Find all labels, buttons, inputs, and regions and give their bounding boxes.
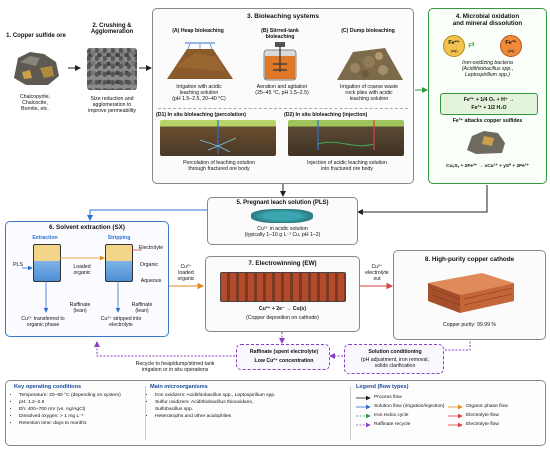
raffinate-box: Raffinate (spent electrolyte) Low Cu²⁺ c…	[236, 344, 330, 370]
loaded-organic-label: Loaded organic	[73, 264, 91, 277]
stirred-tank-description: Aeration and agitation (25–45 °C, pH 1.5…	[255, 84, 309, 97]
heap-description: Irrigation with acidic leaching solution…	[172, 84, 226, 103]
stripping-tank	[105, 244, 133, 282]
section-1-title: 1. Copper sulfide ore	[6, 33, 66, 39]
microorganisms-title: Main microorganisms	[150, 384, 208, 390]
copper-cathode-image	[422, 269, 518, 315]
raffinate-line2: Low Cu²⁺ concentration	[254, 358, 314, 364]
iron-bacteria-label: Iron-oxidizing bacteria (Acidithiobacill…	[461, 60, 514, 79]
key-condition-item: Dissolved oxygen: > 1 mg L⁻¹	[19, 413, 121, 420]
insitu-percolation-image	[160, 120, 276, 156]
info-panel	[5, 380, 546, 446]
extraction-label: Extraction	[32, 235, 58, 241]
fe3-ion-label: Fe³⁺	[505, 40, 517, 46]
crushed-ore-image	[87, 48, 137, 90]
electrolyte-label: Electrolyte	[138, 245, 164, 251]
pls-inlet-label: PLS	[13, 262, 23, 268]
insitu-injection-title: (D2) In situ bioleaching (injection)	[284, 112, 368, 118]
stirred-tank-title: (B) Stirred-tank bioleaching	[261, 28, 299, 41]
section-3-title: 3. Bioleaching systems	[247, 13, 319, 20]
iron-oxidation-reaction-box: Fe²⁺ + 1/4 O₂ + H⁺ → Fe³⁺ + 1/2 H₂O	[440, 93, 538, 115]
recycle-label: Recycle to heap/dump/stirred tank irriga…	[135, 361, 215, 374]
heap-image	[165, 37, 235, 81]
legend-solution-flow: Solution flow (irrigation/injection)	[374, 404, 445, 409]
pls-description: Cu²⁺ in acidic solution (typically 1–10 …	[244, 226, 321, 239]
legend-electrolyte-flow-2: Electrolyte flow	[466, 422, 499, 427]
fe2-ion-label: Fe²⁺	[448, 40, 460, 46]
info-divider-2	[350, 386, 351, 440]
cu-stripped-label: Cu²⁺ stripped into electrolyte	[100, 316, 142, 329]
crushing-description: Size reduction and agglomeration to impr…	[88, 96, 136, 115]
legend-organic-flow: Organic phase flow	[466, 404, 508, 409]
raffinate-line1: Raffinate (spent electrolyte)	[249, 349, 319, 355]
conditioning-description: (pH adjustment, iron removal, solids cla…	[360, 357, 430, 370]
fe3-attack-label: Fe³⁺ attacks copper sulfides	[452, 118, 523, 124]
copper-purity-label: Copper purity: 99.99 %	[442, 322, 497, 328]
info-divider-1	[145, 386, 146, 440]
copper-ore-image	[10, 48, 62, 88]
key-conditions-list: Temperature: 20–80 °C (depending on syst…	[12, 392, 121, 428]
section-5-title: 5. Pregnant leach solution (PLS)	[236, 200, 329, 206]
fe2-aq-label: (aq)	[450, 48, 458, 53]
insitu-injection-image	[288, 120, 404, 156]
legend-electrolyte-flow-1: Electrolyte flow	[466, 413, 499, 418]
ore-minerals-label: Chalcopyrite, Chalcocite, Bornite, etc.	[19, 94, 51, 113]
key-conditions-title: Key operating conditions	[14, 384, 82, 390]
microorganism-item: Iron oxidizers: Acidithiobacillus spp., …	[155, 392, 350, 399]
ew-reaction: Cu²⁺ + 2e⁻ → Cu(s)	[258, 306, 307, 312]
section-8-title: 8. High-purity copper cathode	[424, 256, 515, 263]
copper-sulfide-image	[464, 128, 508, 156]
dump-description: Irrigation of coarse waste rock piles wi…	[340, 84, 398, 103]
fe3-aq-label: (aq)	[507, 48, 515, 53]
fe3-ion-circle: Fe³⁺ (aq)	[500, 35, 522, 57]
sulfide-dissolution-reaction: CuₓSᵧ + 2Fe³⁺ → xCu²⁺ + yS⁰ + 2Fe²⁺	[446, 164, 529, 169]
insitu-injection-description: Injection of acidic leaching solution in…	[307, 160, 387, 173]
key-condition-item: Retention time: days to months	[19, 420, 121, 427]
microorganism-item: Heterotrophs and other acidophiles	[155, 413, 350, 420]
raffinate-lean-label-1: Raffinate (lean)	[69, 302, 91, 315]
cu-electrolyte-out-label: Cu²⁺ electrolyte out	[365, 264, 389, 283]
solution-conditioning-box: Solution conditioning (pH adjustment, ir…	[344, 344, 444, 374]
cu-loaded-organic-label: Cu²⁺ loaded organic	[177, 264, 195, 283]
organic-phase-label: Organic	[139, 262, 159, 268]
section-2-title: 2. Crushing & Agglomeration	[90, 23, 134, 35]
section-4-title: 4. Microbial oxidation and mineral disso…	[452, 13, 523, 27]
pls-pond-image	[251, 209, 313, 223]
section-6-panel	[5, 221, 169, 337]
conditioning-title: Solution conditioning	[368, 349, 422, 355]
fe2-ion-circle: Fe²⁺ (aq)	[443, 35, 465, 57]
section-3-divider	[158, 108, 408, 109]
dump-title: (C) Dump bioleaching	[341, 28, 395, 34]
heap-title: (A) Heap bioleaching	[172, 28, 224, 34]
section-6-title: 6. Solvent extraction (SX)	[49, 224, 125, 231]
legend-iron-redox: Iron redox cycle	[374, 413, 409, 418]
microorganisms-list: Iron oxidizers: Acidithiobacillus spp., …	[148, 392, 350, 420]
legend-process-flow: Process flow	[374, 395, 402, 400]
key-condition-item: pH: 1.2–2.5	[19, 399, 121, 406]
iron-oxidation-reaction-line1: Fe²⁺ + 1/4 O₂ + H⁺ →	[463, 97, 515, 103]
aqueous-phase-label: Aqueous	[140, 278, 162, 284]
insitu-percolation-description: Percolation of leaching solution through…	[183, 160, 255, 173]
electrowinning-cells-image	[220, 272, 346, 302]
legend-raffinate-recycle: Raffinate recycle	[374, 422, 411, 427]
ew-description: (Copper deposition on cathode)	[246, 315, 319, 321]
raffinate-lean-label-2: Raffinate (lean)	[131, 302, 153, 315]
iron-oxidation-reaction-line2: Fe³⁺ + 1/2 H₂O	[471, 105, 507, 111]
redox-arrow: ⇄	[468, 40, 475, 49]
microorganism-item: Sulfur oxidizers: Acidithiobacillus thio…	[155, 399, 350, 413]
key-condition-item: Eh: 400–700 mV (vs. Ag/AgCl)	[19, 406, 121, 413]
extraction-tank	[33, 244, 61, 282]
stripping-label: Stripping	[107, 235, 131, 241]
section-7-title: 7. Electrowinning (EW)	[248, 260, 317, 267]
key-condition-item: Temperature: 20–80 °C (depending on syst…	[19, 392, 121, 399]
legend-title: Legend (flow types)	[356, 384, 409, 390]
insitu-percolation-title: (D1) In situ bioleaching (percolation)	[156, 112, 246, 118]
cu-transfer-label: Cu²⁺ transferred to organic phase	[21, 316, 65, 329]
stirred-tank-image	[258, 42, 302, 82]
dump-image	[335, 38, 405, 82]
